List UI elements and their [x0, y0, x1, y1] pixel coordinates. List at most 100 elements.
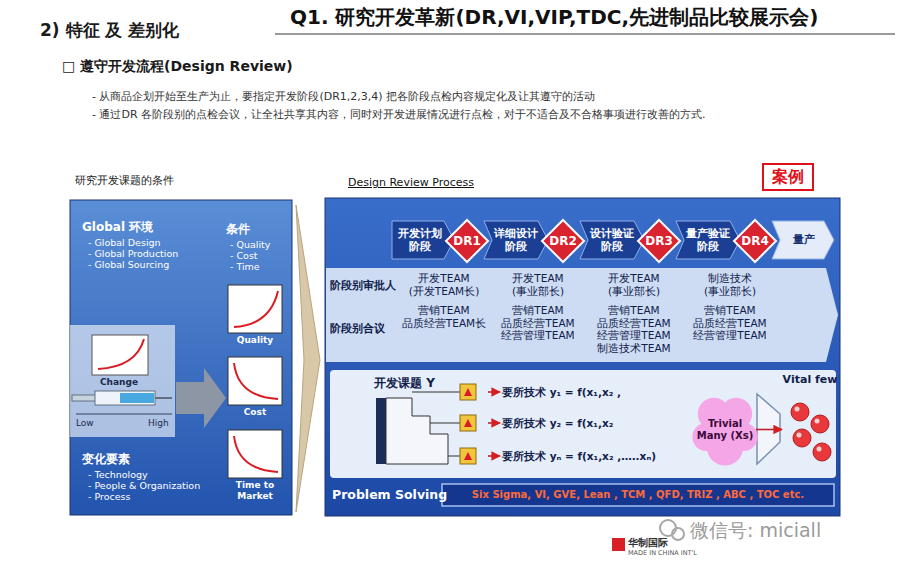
vital-ball — [793, 429, 811, 447]
chart-label: Cost — [228, 407, 282, 418]
row-heading: 阶段别合议 — [330, 322, 385, 335]
list-item: - Time — [230, 261, 260, 272]
review-diamond: DR4 — [734, 220, 776, 262]
approver-cell: 开发TEAM (开发TEAM长) — [400, 272, 488, 297]
node-text: 开发计划 阶段 — [395, 227, 445, 253]
chart-box — [92, 335, 148, 375]
chevron-shape — [392, 221, 454, 259]
icon-circle — [672, 528, 684, 540]
connector-arrow — [488, 422, 500, 424]
diamond-shape — [638, 220, 680, 262]
chevron-shape — [676, 221, 740, 259]
chart-label: Quality — [228, 335, 282, 346]
node-shape — [372, 376, 488, 470]
axis-label: High — [148, 418, 169, 429]
chart-curve — [234, 291, 278, 327]
node-text: 要所技术 yₙ = f(x₁,x₂ ,…..xₙ) — [502, 450, 656, 463]
stage-chevron: 量产验证 阶段 — [676, 221, 740, 259]
stage-chevron: 开发计划 阶段 — [392, 221, 454, 259]
approver-cell: 开发TEAM (事业部长) — [494, 272, 582, 297]
vital-ball — [813, 443, 831, 461]
list-item: - Global Sourcing — [88, 259, 169, 270]
diamond-shape — [734, 220, 776, 262]
row-heading: 阶段别审批人 — [330, 279, 396, 292]
chart-label: Time to Market — [222, 480, 288, 502]
axis-line — [76, 414, 172, 415]
node-text: DR1 — [453, 234, 481, 248]
node-text: 开发课题 Y — [374, 376, 488, 390]
connector-arrow — [756, 429, 782, 431]
formula-text: 要所技术 y₂ = f(x₁,x₂ — [500, 413, 686, 433]
matrix-stairs — [386, 398, 448, 464]
formula-text: 要所技术 yₙ = f(x₁,x₂ ,…..xₙ) — [500, 446, 686, 466]
plunger — [72, 395, 96, 401]
council-cell: 营销TEAM 品质经营TEAM长 — [400, 304, 488, 329]
chart-curve — [98, 339, 144, 369]
title-rule — [275, 33, 895, 35]
node-shape — [782, 372, 838, 468]
list-item: - People & Organization — [88, 480, 200, 491]
connector-arrow — [488, 455, 500, 457]
node-text: 案例 — [772, 167, 804, 186]
change-area — [70, 325, 175, 437]
group-heading: Global 环境 — [82, 220, 153, 234]
row-heading: Problem Solving — [332, 487, 447, 502]
node-text: DR2 — [549, 234, 577, 248]
tool-box: Six Sigma, VI, GVE, Lean , TCM , QFD, TR… — [442, 484, 834, 506]
icon-circle — [660, 520, 676, 536]
barrel — [95, 391, 155, 405]
council-cell: 营销TEAM 品质经营TEAM 经营管理TEAM — [686, 304, 774, 342]
row-band — [326, 268, 838, 362]
chart-label: Change — [100, 377, 138, 388]
case-tag-shape — [763, 164, 813, 190]
council-cell: 营销TEAM 品质经营TEAM 经营管理TEAM — [494, 304, 582, 342]
quality-chart — [228, 285, 282, 333]
node-text: 要所技术 y₂ = f(x₁,x₂ — [502, 417, 613, 430]
ball-highlight — [817, 447, 822, 452]
yellow-box — [460, 448, 476, 464]
big-arrow — [296, 205, 320, 512]
chart-curve — [234, 436, 278, 472]
time-chart — [228, 430, 282, 478]
solving-area — [330, 370, 836, 478]
red-marker — [464, 388, 472, 396]
stage-chevron: 详细设计 阶段 — [484, 221, 548, 259]
red-marker — [464, 452, 472, 460]
vital-ball — [811, 415, 829, 433]
stage-chevron: 设计验证 阶段 — [580, 221, 644, 259]
node-text: Trivial Many (Xs) — [696, 418, 754, 442]
change-chart — [92, 335, 148, 375]
needle — [155, 397, 172, 399]
funnel — [757, 394, 780, 464]
chart-box — [228, 430, 282, 478]
liquid — [120, 393, 154, 403]
node-text: Six Sigma, VI, GVE, Lean , TCM , QFD, TR… — [472, 489, 804, 501]
matrix-lead — [430, 423, 460, 424]
list-item: - Technology — [88, 469, 148, 480]
axis-label: Low — [76, 418, 94, 429]
node-text: 量产 — [793, 233, 815, 246]
section-heading: 2) 特征 及 差别化 — [40, 20, 179, 40]
yellow-box — [460, 415, 476, 431]
list-item: - Cost — [230, 250, 258, 261]
chart-curve — [234, 363, 278, 399]
panel-heading: Design Review Process — [348, 176, 840, 189]
approver-cell: 制造技术 (事业部长) — [686, 272, 774, 297]
bullet-text: - 从商品企划开始至生产为止，要指定开发阶段(DR1,2,3,4) 把各阶段点检… — [92, 90, 882, 103]
matrix-lead — [412, 392, 460, 393]
matrix-lead — [448, 456, 460, 457]
matrix-bar — [376, 398, 386, 464]
approver-cell: 开发TEAM (事业部长) — [590, 272, 678, 297]
node-text: 要所技术 y₁ = f(x₁,x₂ , — [502, 386, 621, 399]
bullet-text: - 通过DR 各阶段别的点检会议，让全社共享其内容，同时对开发进展情况进行点检，… — [92, 108, 882, 121]
vital-few-group: Vital few — [782, 372, 838, 468]
review-diamond: DR1 — [446, 220, 488, 262]
logo-text: 华制国际 — [628, 537, 668, 549]
node-text: DR4 — [741, 234, 769, 248]
chevron-shape — [772, 221, 834, 259]
watermark: 微信号: miciall — [690, 519, 821, 542]
chart-box — [228, 285, 282, 333]
task-matrix: 开发课题 Y — [372, 376, 488, 470]
formula-text: 要所技术 y₁ = f(x₁,x₂ , — [500, 382, 686, 402]
